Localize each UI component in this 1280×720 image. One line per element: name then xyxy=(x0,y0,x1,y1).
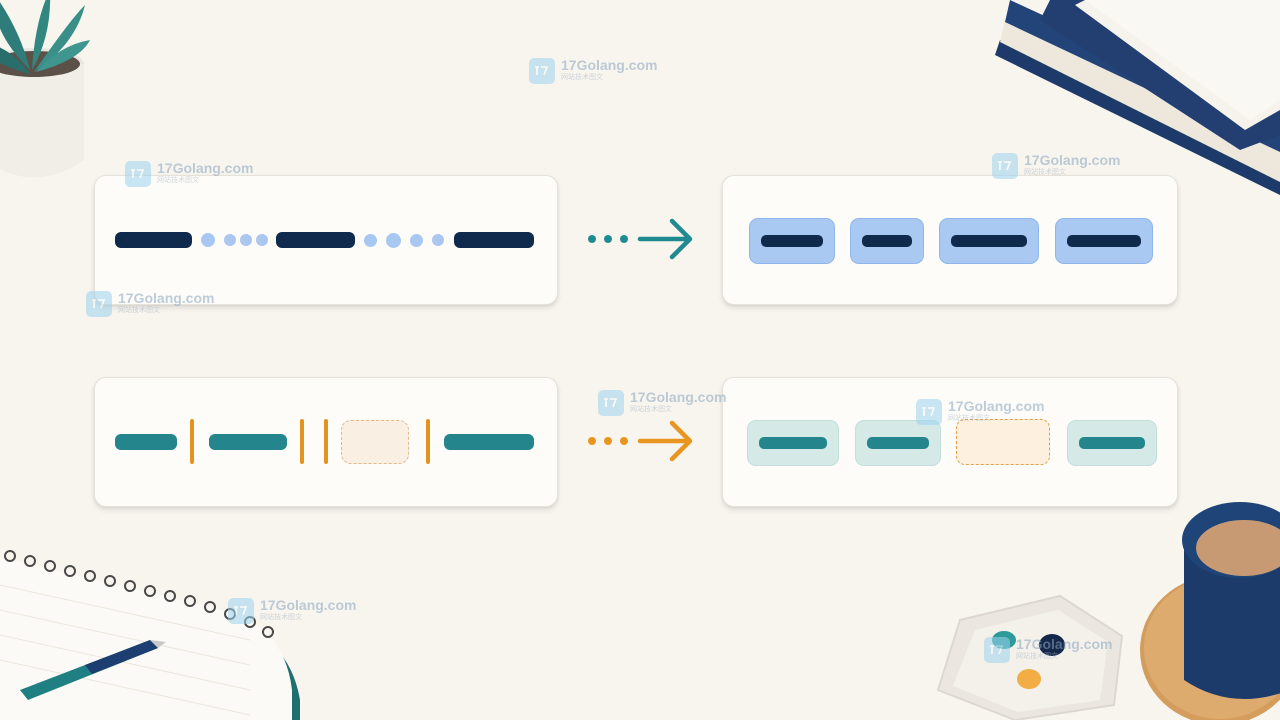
plant-icon xyxy=(0,0,90,178)
separator-dot xyxy=(256,234,268,246)
token-bar xyxy=(951,235,1027,247)
watermark-subtext: 网站技术图文 xyxy=(260,614,302,621)
mug-icon xyxy=(1140,502,1280,720)
token-bar xyxy=(761,235,823,247)
token-tile xyxy=(855,420,941,466)
right-arrow-icon xyxy=(588,218,693,260)
tray-icon xyxy=(936,594,1124,720)
top-input-card xyxy=(94,175,558,305)
watermark-text: 17Golang.com xyxy=(1016,636,1113,652)
token-bar xyxy=(209,434,287,450)
watermark-subtext: 网站技术图文 xyxy=(561,74,603,81)
watermark-text: 17Golang.com xyxy=(118,290,215,306)
token-bar xyxy=(867,437,929,449)
watermark-text: 17Golang.com xyxy=(260,597,357,613)
watermark-text: 17Golang.com xyxy=(1024,152,1121,168)
17golang-logo-icon xyxy=(529,58,555,84)
token-bar xyxy=(1067,235,1141,247)
watermark-subtext: 网站技术图文 xyxy=(630,406,672,413)
watermark-subtext: 网站技术图文 xyxy=(1016,653,1058,660)
token-bar xyxy=(115,232,192,248)
17golang-logo-icon xyxy=(598,390,624,416)
empty-token-tile xyxy=(956,419,1050,465)
separator-dot xyxy=(386,233,401,248)
17golang-logo-icon xyxy=(228,598,254,624)
empty-token-placeholder xyxy=(341,420,409,464)
separator-line xyxy=(190,419,194,464)
watermark-subtext: 网站技术图文 xyxy=(118,307,160,314)
watermark-text: 17Golang.com xyxy=(630,389,727,405)
separator-line xyxy=(324,419,328,464)
watermark-subtext: 网站技术图文 xyxy=(1024,169,1066,176)
separator-dot xyxy=(240,234,252,246)
top-output-card xyxy=(722,175,1178,305)
token-bar xyxy=(276,232,355,248)
token-bar xyxy=(115,434,177,450)
notebook-icon xyxy=(0,550,300,720)
watermark-text: 17Golang.com xyxy=(948,398,1045,414)
token-bar xyxy=(759,437,827,449)
right-arrow-icon xyxy=(588,420,693,462)
bottom-input-card xyxy=(94,377,558,507)
watermark-subtext: 网站技术图文 xyxy=(157,177,199,184)
separator-dot xyxy=(410,234,423,247)
watermark-subtext: 网站技术图文 xyxy=(948,415,990,422)
17golang-logo-icon xyxy=(916,399,942,425)
separator-dot xyxy=(364,234,377,247)
separator-dot xyxy=(201,233,215,247)
17golang-logo-icon xyxy=(984,637,1010,663)
separator-line xyxy=(426,419,430,464)
token-tile xyxy=(939,218,1039,264)
token-bar xyxy=(454,232,534,248)
17golang-logo-icon xyxy=(992,153,1018,179)
bottom-output-card xyxy=(722,377,1178,507)
token-tile xyxy=(1055,218,1153,264)
token-tile xyxy=(749,218,835,264)
token-bar xyxy=(862,235,912,247)
separator-dot xyxy=(224,234,236,246)
17golang-logo-icon xyxy=(86,291,112,317)
token-tile xyxy=(747,420,839,466)
separator-dot xyxy=(432,234,444,246)
17golang-logo-icon xyxy=(125,161,151,187)
watermark-text: 17Golang.com xyxy=(561,57,658,73)
token-bar xyxy=(444,434,534,450)
watermark-text: 17Golang.com xyxy=(157,160,254,176)
separator-line xyxy=(300,419,304,464)
token-tile xyxy=(1067,420,1157,466)
token-bar xyxy=(1079,437,1145,449)
books-icon xyxy=(995,0,1280,195)
token-tile xyxy=(850,218,924,264)
